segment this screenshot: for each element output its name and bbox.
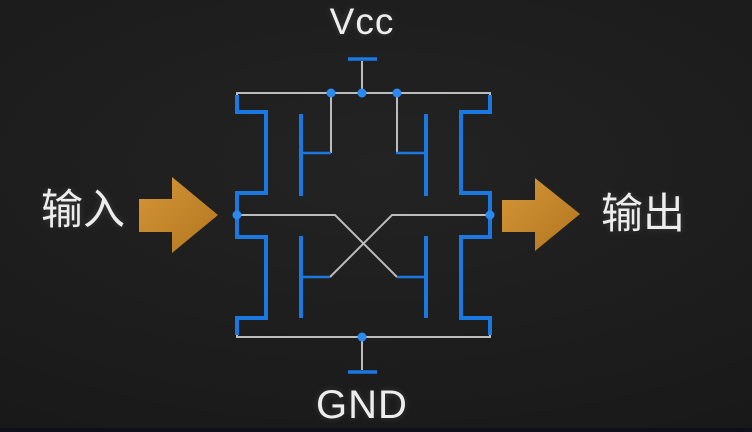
input-label: 输入 — [41, 186, 126, 233]
gnd-junction-dot — [357, 332, 367, 342]
output-label: 输出 — [601, 190, 686, 237]
vcc-label: Vcc — [329, 1, 395, 42]
input-node-dot — [232, 210, 242, 220]
output-arrow-icon — [502, 178, 580, 251]
output-cross-wire — [329, 214, 489, 278]
pmos-right-gate-junction-dot — [392, 88, 402, 98]
pmos-left-channel — [235, 95, 268, 215]
pmos-left-gate-junction-dot — [326, 88, 336, 98]
nmos-left-channel — [235, 215, 268, 335]
vcc-junction-dot — [357, 88, 367, 98]
output-node-dot — [485, 210, 495, 220]
bottom-edge-strip — [0, 428, 752, 432]
input-arrow-icon — [139, 177, 218, 253]
input-cross-wire — [238, 214, 398, 278]
gnd-label: GND — [316, 383, 408, 427]
nmos-right-channel — [459, 215, 492, 335]
pmos-right-channel — [459, 95, 492, 215]
